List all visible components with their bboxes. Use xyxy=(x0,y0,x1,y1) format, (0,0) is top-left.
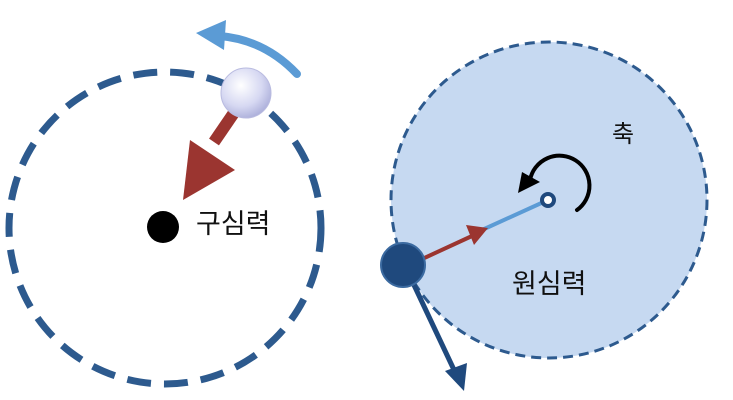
centripetal-force-arrowhead xyxy=(183,140,235,200)
rotation-arrowhead xyxy=(196,20,226,50)
axis-label: 축 xyxy=(612,120,634,148)
centrifugal-label: 원심력 xyxy=(512,269,587,300)
rotating-ball xyxy=(380,242,426,288)
centripetal-label: 구심력 xyxy=(196,209,271,240)
right-diagram: 축 원심력 xyxy=(380,40,709,391)
orbiting-ball xyxy=(220,67,272,119)
left-diagram: 구심력 xyxy=(5,20,325,388)
tangent-velocity-arrow-shaft xyxy=(411,283,458,374)
centrifugal-force-arrowhead xyxy=(466,225,488,245)
orbit-path-dashed xyxy=(5,68,325,388)
axis-point xyxy=(540,192,556,208)
centrifugal-force-arrow-shaft xyxy=(419,234,473,262)
rotation-direction-arrow-icon xyxy=(528,153,592,212)
rotation-arrow-icon xyxy=(216,32,301,78)
tangent-velocity-arrowhead xyxy=(445,363,467,391)
radius-line xyxy=(481,198,549,232)
center-point xyxy=(147,211,179,243)
rotation-direction-arrowhead xyxy=(518,172,540,193)
